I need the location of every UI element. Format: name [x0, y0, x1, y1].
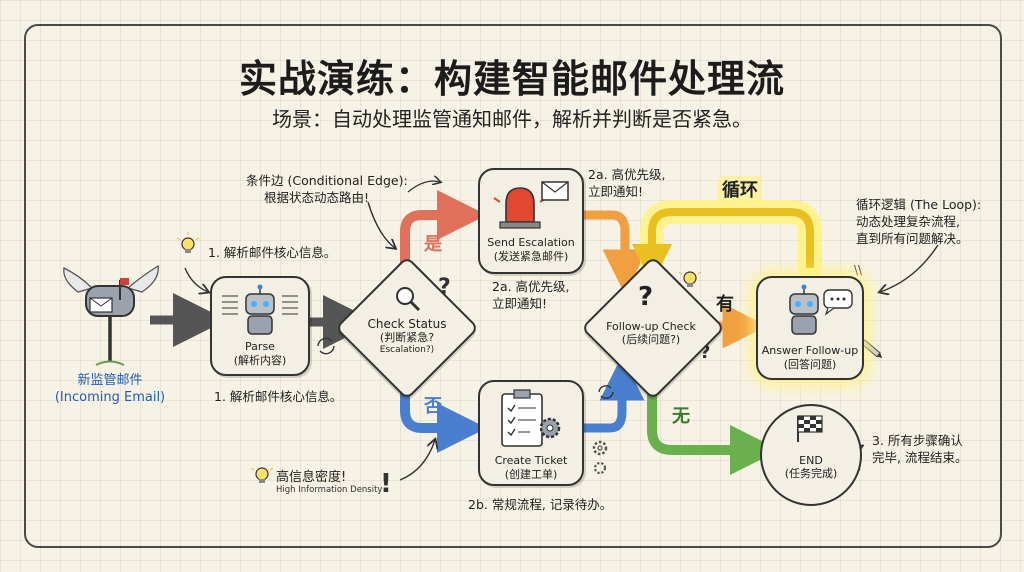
note-loop-line3: 直到所有问题解决。 — [856, 231, 969, 246]
send-escalation-label-cn: (发送紧急邮件) — [493, 250, 569, 263]
note-loop-line2: 动态处理复杂流程, — [856, 214, 960, 229]
note-density-en: High Information Density — [276, 485, 383, 495]
annotation-arrow-loop — [880, 244, 939, 292]
incoming-email-label: 新监管邮件 (Incoming Email) — [52, 372, 168, 406]
create-ticket-label: Create Ticket — [494, 454, 568, 467]
note-escalation-top-line2: 立即通知! — [588, 184, 644, 199]
incoming-email-name-en: (Incoming Email) — [54, 390, 166, 405]
gear-icon — [593, 461, 607, 475]
note-end-line1: 3. 所有步骤确认 — [872, 433, 963, 448]
question-mark-icon: ? — [700, 342, 710, 363]
robot-icon — [789, 284, 853, 335]
canvas-frame — [24, 24, 1002, 548]
answer-followup-node[interactable]: Answer Follow-up (回答问题) — [756, 276, 864, 380]
edge-label-yes: 是 — [424, 234, 442, 255]
followup-check-label: Follow-up Check (后续问题?) — [596, 320, 706, 346]
lightbulb-icon — [250, 467, 274, 483]
edge-label-has: 有 — [716, 294, 734, 315]
answer-followup-label-cn: (回答问题) — [783, 358, 837, 371]
arrow-yes — [400, 190, 487, 278]
send-escalation-node[interactable]: Send Escalation (发送紧急邮件) — [478, 168, 584, 274]
check-status-label: Check Status (判断紧急? Escalation?) — [356, 318, 458, 357]
note-escalation-bottom-line2: 立即通知! — [492, 296, 548, 311]
pencil-icon — [860, 339, 883, 358]
check-status-name-sub: Escalation?) — [379, 345, 435, 355]
note-loop-line1: 循环逻辑 (The Loop): — [856, 197, 982, 212]
clipboard-icon — [501, 389, 561, 447]
annotation-arrow-density — [399, 440, 435, 481]
note-ticket: 2b. 常规流程, 记录待办。 — [468, 497, 613, 512]
check-status-name: Check Status — [367, 317, 447, 331]
followup-check-name-cn: (后续问题?) — [621, 333, 681, 346]
edge-label-no: 否 — [424, 396, 442, 417]
alarm-bell-icon — [493, 181, 569, 229]
note-escalation-top: 2a. 高优先级, 立即通知! — [588, 166, 666, 200]
arrow-loop-glow — [640, 200, 822, 280]
incoming-email-name: 新监管邮件 — [77, 373, 143, 388]
magnifier-icon — [396, 287, 421, 312]
note-conditional-edge-line1: 条件边 (Conditional Edge): — [246, 173, 408, 188]
note-parse-bottom: 1. 解析邮件核心信息。 — [214, 389, 343, 404]
edge-label-loop: 循环 — [718, 176, 762, 202]
cycle-icon — [317, 337, 335, 355]
parse-label-cn: (解析内容) — [233, 354, 287, 367]
arrow-esc-followup — [582, 210, 648, 295]
checkered-flag-icon — [797, 415, 823, 442]
followup-question-icon: ? — [638, 282, 654, 312]
arrow-no — [400, 375, 487, 453]
cycle-icon — [598, 385, 614, 399]
send-escalation-label: Send Escalation — [487, 236, 575, 249]
note-escalation-top-line1: 2a. 高优先级, — [588, 167, 666, 182]
annotation-arrow-parse-top — [184, 267, 208, 292]
create-ticket-label-cn: (创建工单) — [504, 468, 558, 481]
note-parse-top: 1. 解析邮件核心信息。 — [208, 245, 337, 260]
page-title: 实战演练：构建智能邮件处理流 — [238, 57, 785, 101]
mailbox-icon — [63, 264, 159, 366]
parse-label: Parse — [245, 340, 275, 353]
arrow-ticket-followup — [582, 355, 645, 433]
end-label: END (任务完成) — [760, 454, 862, 480]
note-conditional-edge-line2: 根据状态动态路由! — [264, 190, 370, 205]
note-escalation-bottom: 2a. 高优先级, 立即通知! — [492, 278, 570, 312]
end-name: END — [799, 454, 823, 467]
note-density: 高信息密度! High Information Density — [276, 466, 382, 495]
robot-icon — [222, 284, 298, 335]
note-density-cn: 高信息密度! — [276, 470, 347, 485]
note-conditional-edge: 条件边 (Conditional Edge): 根据状态动态路由! — [246, 172, 408, 206]
annotation-arrow-conditional — [367, 201, 395, 248]
annotation-arrow-esc — [407, 181, 440, 193]
note-end: 3. 所有步骤确认 完毕, 流程结束。 — [872, 432, 967, 466]
lightbulb-icon — [176, 232, 200, 253]
edge-label-none: 无 — [672, 406, 690, 427]
followup-check-name: Follow-up Check — [606, 320, 696, 333]
gear-icon — [592, 440, 608, 456]
answer-followup-label: Answer Follow-up — [761, 344, 859, 357]
end-name-cn: (任务完成) — [784, 467, 838, 480]
lightbulb-icon — [678, 271, 702, 287]
page-subtitle: 场景：自动处理监管通知邮件，解析并判断是否紧急。 — [272, 107, 752, 131]
note-end-line2: 完毕, 流程结束。 — [872, 450, 968, 465]
sparkle-icon: \\ — [854, 263, 863, 277]
check-status-name-cn: (判断紧急? — [379, 331, 435, 344]
arrow-loop — [632, 208, 814, 284]
arrow-none — [647, 378, 780, 475]
parse-node[interactable]: Parse (解析内容) — [210, 276, 310, 376]
exclamation-icon: ! — [380, 469, 392, 499]
note-loop: 循环逻辑 (The Loop): 动态处理复杂流程, 直到所有问题解决。 — [856, 196, 981, 247]
note-escalation-bottom-line1: 2a. 高优先级, — [492, 279, 570, 294]
create-ticket-node[interactable]: Create Ticket (创建工单) — [478, 380, 584, 486]
